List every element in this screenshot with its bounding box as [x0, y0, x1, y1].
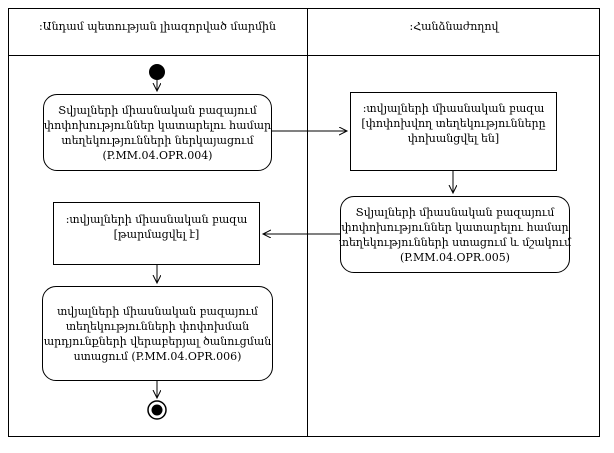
action-line: փոփոխություններ կատարելու համար — [341, 220, 569, 234]
object-line: :տվյալների միասնական բազա — [362, 102, 545, 115]
action-line: (P.MM.04.OPR.004) — [102, 148, 213, 162]
swimlane-header-right: :Հանձնաժողով — [308, 8, 600, 55]
object-line: փոխանցվել են] — [407, 132, 500, 145]
object-node-transferred: :տվյալների միասնական բազա [փոփոխվող տեղե… — [350, 92, 557, 171]
initial-node-icon — [149, 64, 165, 80]
swimlane-divider — [307, 8, 308, 437]
action-line: փոփոխություններ կատարելու համար — [43, 118, 272, 132]
action-line: Տվյալների միասնական բազայում — [58, 103, 257, 117]
action-line: արդյունքների վերաբերյալ ծանուցման — [43, 334, 272, 348]
swimlane-header-left: :Անդամ պետության լիազորված մարմին — [8, 8, 307, 55]
swimlane-right-title: :Հանձնաժողով — [409, 20, 499, 33]
action-line: տվյալների միասնական բազայում — [57, 304, 258, 318]
action-line: ստացում (P.MM.04.OPR.006) — [73, 349, 242, 363]
header-divider — [8, 55, 600, 56]
action-line: տեղեկությունների ստացում և մշակում — [338, 235, 572, 249]
final-node-icon — [147, 400, 167, 420]
action-node-opr004: Տվյալների միասնական բազայում փոփոխությու… — [43, 94, 272, 171]
object-line: [թարմացվել է] — [113, 228, 200, 241]
object-node-updated: :տվյալների միասնական բազա [թարմացվել է] — [53, 202, 260, 265]
action-line: տեղեկությունների ներկայացում — [61, 133, 254, 147]
action-node-opr005: Տվյալների միասնական բազայում փոփոխությու… — [338, 196, 572, 273]
object-line: [փոփոխվող տեղեկությունները — [361, 117, 546, 130]
action-line: տեղեկությունների փոփոխման — [65, 319, 250, 333]
object-line: :տվյալների միասնական բազա — [65, 213, 248, 226]
action-line: (P.MM.04.OPR.005) — [400, 250, 510, 264]
action-line: Տվյալների միասնական բազայում — [355, 205, 555, 219]
action-node-opr006: տվյալների միասնական բազայում տեղեկությու… — [42, 286, 273, 381]
swimlane-left-title: :Անդամ պետության լիազորված մարմին — [38, 20, 277, 33]
